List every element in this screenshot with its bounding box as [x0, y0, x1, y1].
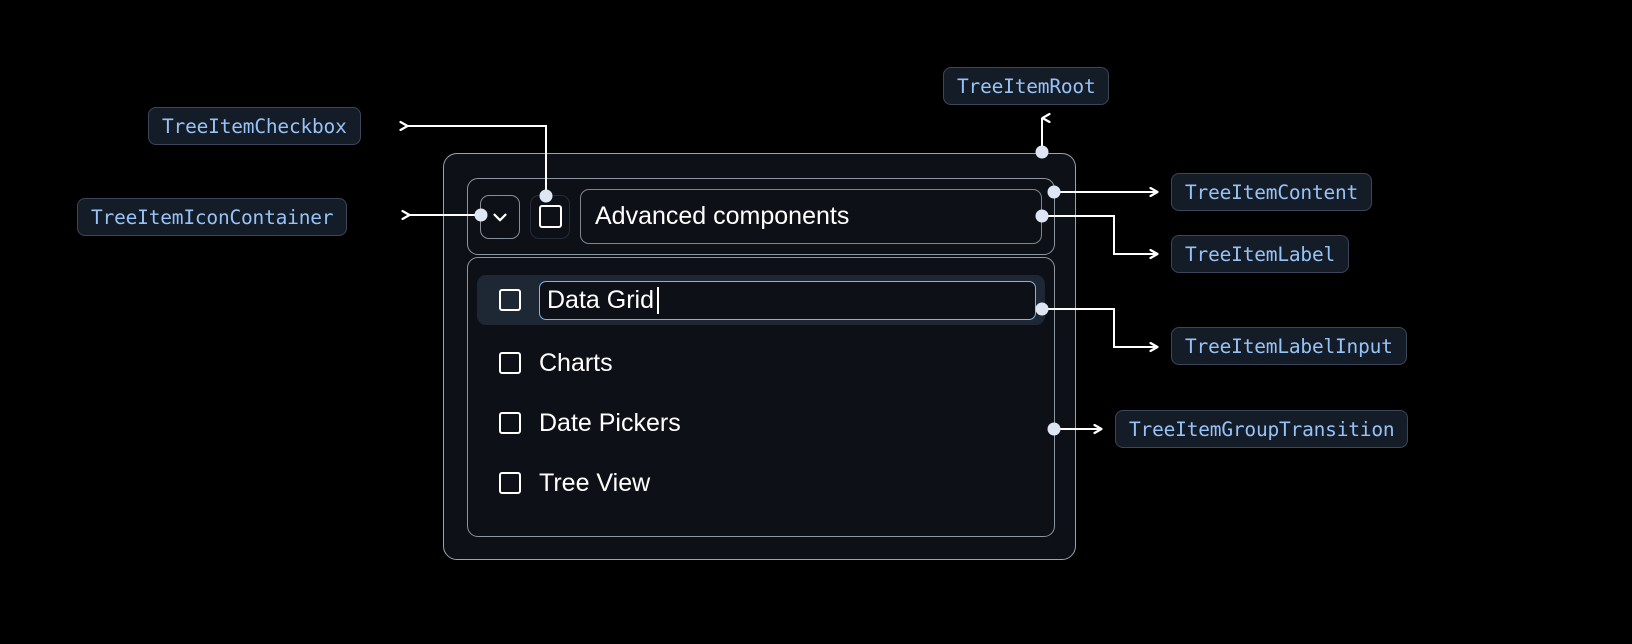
- tree-item-row[interactable]: Tree View: [477, 461, 1045, 505]
- checkbox-unchecked-icon[interactable]: [499, 289, 521, 311]
- annotation-chip-tree-item-icon-container: TreeItemIconContainer: [77, 198, 348, 236]
- annotation-chip-tree-item-label-input: TreeItemLabelInput: [1171, 327, 1407, 365]
- annotation-label: TreeItemLabel: [1185, 242, 1336, 266]
- checkbox-unchecked-icon: [538, 205, 562, 228]
- tree-item-label-text: Advanced components: [595, 202, 850, 230]
- checkbox-unchecked-icon[interactable]: [499, 352, 521, 374]
- annotation-chip-tree-item-content: TreeItemContent: [1171, 173, 1373, 211]
- chevron-down-icon: [489, 206, 511, 228]
- tree-item-row-label: Date Pickers: [539, 408, 681, 437]
- checkbox-unchecked-icon[interactable]: [499, 412, 521, 434]
- tree-item-icon-container[interactable]: [480, 194, 520, 239]
- annotation-chip-tree-item-label: TreeItemLabel: [1171, 235, 1350, 273]
- annotation-label: TreeItemContent: [1185, 180, 1359, 204]
- annotation-label: TreeItemRoot: [957, 74, 1096, 98]
- tree-item-row-label: Charts: [539, 348, 613, 377]
- tree-item-label[interactable]: Advanced components: [580, 189, 1042, 244]
- text-caret: [656, 286, 659, 314]
- annotation-chip-tree-item-checkbox: TreeItemCheckbox: [148, 107, 361, 145]
- tree-item-label-input-value: Data Grid: [547, 285, 654, 314]
- tree-item-root[interactable]: Advanced components Data Grid Charts Dat…: [443, 153, 1076, 560]
- annotation-label: TreeItemCheckbox: [162, 114, 347, 138]
- annotation-label: TreeItemGroupTransition: [1129, 417, 1395, 441]
- tree-item-label-input[interactable]: Data Grid: [539, 280, 1036, 320]
- tree-item-group-transition: Data Grid Charts Date Pickers Tree View: [467, 257, 1055, 537]
- tree-item-row[interactable]: Charts: [477, 341, 1045, 385]
- annotation-label: TreeItemLabelInput: [1185, 334, 1393, 358]
- annotation-chip-tree-item-group-transition: TreeItemGroupTransition: [1115, 410, 1409, 448]
- checkbox-unchecked-icon[interactable]: [499, 472, 521, 494]
- tree-item-row[interactable]: Date Pickers: [477, 401, 1045, 445]
- tree-item-checkbox[interactable]: [530, 194, 570, 239]
- annotation-label: TreeItemIconContainer: [91, 205, 334, 229]
- tree-item-editing-row[interactable]: Data Grid: [477, 275, 1045, 325]
- annotation-chip-tree-item-root: TreeItemRoot: [943, 67, 1110, 105]
- tree-item-row-label: Tree View: [539, 468, 651, 497]
- tree-item-content[interactable]: Advanced components: [467, 178, 1055, 255]
